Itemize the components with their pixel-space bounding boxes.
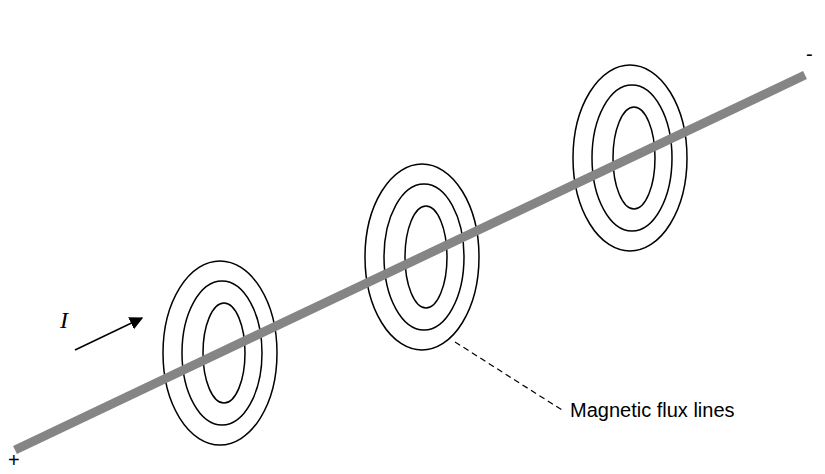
conductor-wire xyxy=(15,75,805,450)
polarity-sign: + xyxy=(8,448,20,472)
polarity-sign: - xyxy=(806,42,813,66)
current-label: I xyxy=(60,306,68,335)
leader-line xyxy=(455,342,562,410)
flux-label: Magnetic flux lines xyxy=(570,398,740,422)
current-arrow xyxy=(75,318,142,350)
